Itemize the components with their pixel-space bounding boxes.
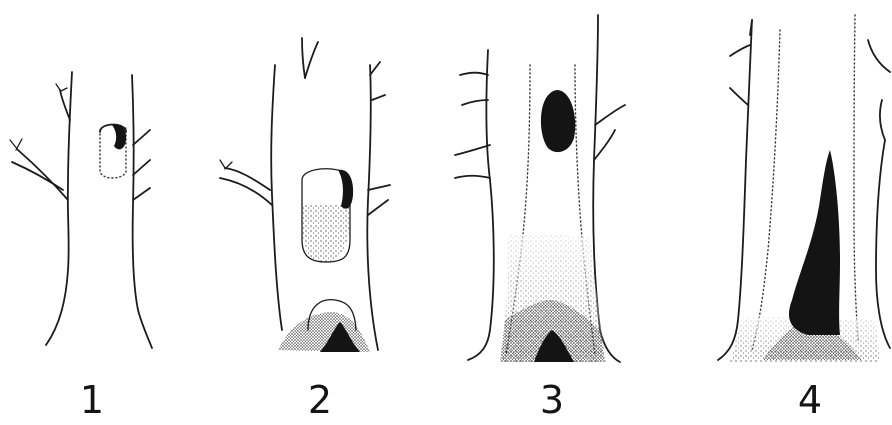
left-branch bbox=[220, 160, 272, 205]
stage-3-tree-drawing bbox=[450, 0, 650, 370]
right-branches bbox=[868, 40, 890, 140]
upper-cavity bbox=[302, 169, 353, 262]
trunk-outline bbox=[46, 72, 152, 348]
cavity-opening bbox=[100, 124, 126, 178]
stage-4-tree-drawing bbox=[690, 0, 892, 370]
basal-decay-stipple bbox=[500, 234, 606, 362]
vertical-decay-column bbox=[789, 150, 840, 335]
panel-label-2: 2 bbox=[290, 378, 350, 422]
upper-cavity bbox=[541, 90, 575, 152]
stage-2-tree-drawing bbox=[210, 0, 410, 370]
upper-branch bbox=[56, 84, 70, 120]
basal-cavity bbox=[278, 300, 370, 352]
panel-label-1: 1 bbox=[62, 378, 122, 422]
panel-label-3: 3 bbox=[522, 378, 582, 422]
panel-label-4: 4 bbox=[780, 378, 840, 422]
left-branches bbox=[455, 73, 490, 178]
left-branch bbox=[10, 139, 68, 200]
top-fork bbox=[302, 38, 318, 78]
stage-1-tree-drawing bbox=[0, 0, 200, 370]
right-branches bbox=[594, 105, 625, 160]
right-branch-stubs bbox=[133, 130, 150, 200]
